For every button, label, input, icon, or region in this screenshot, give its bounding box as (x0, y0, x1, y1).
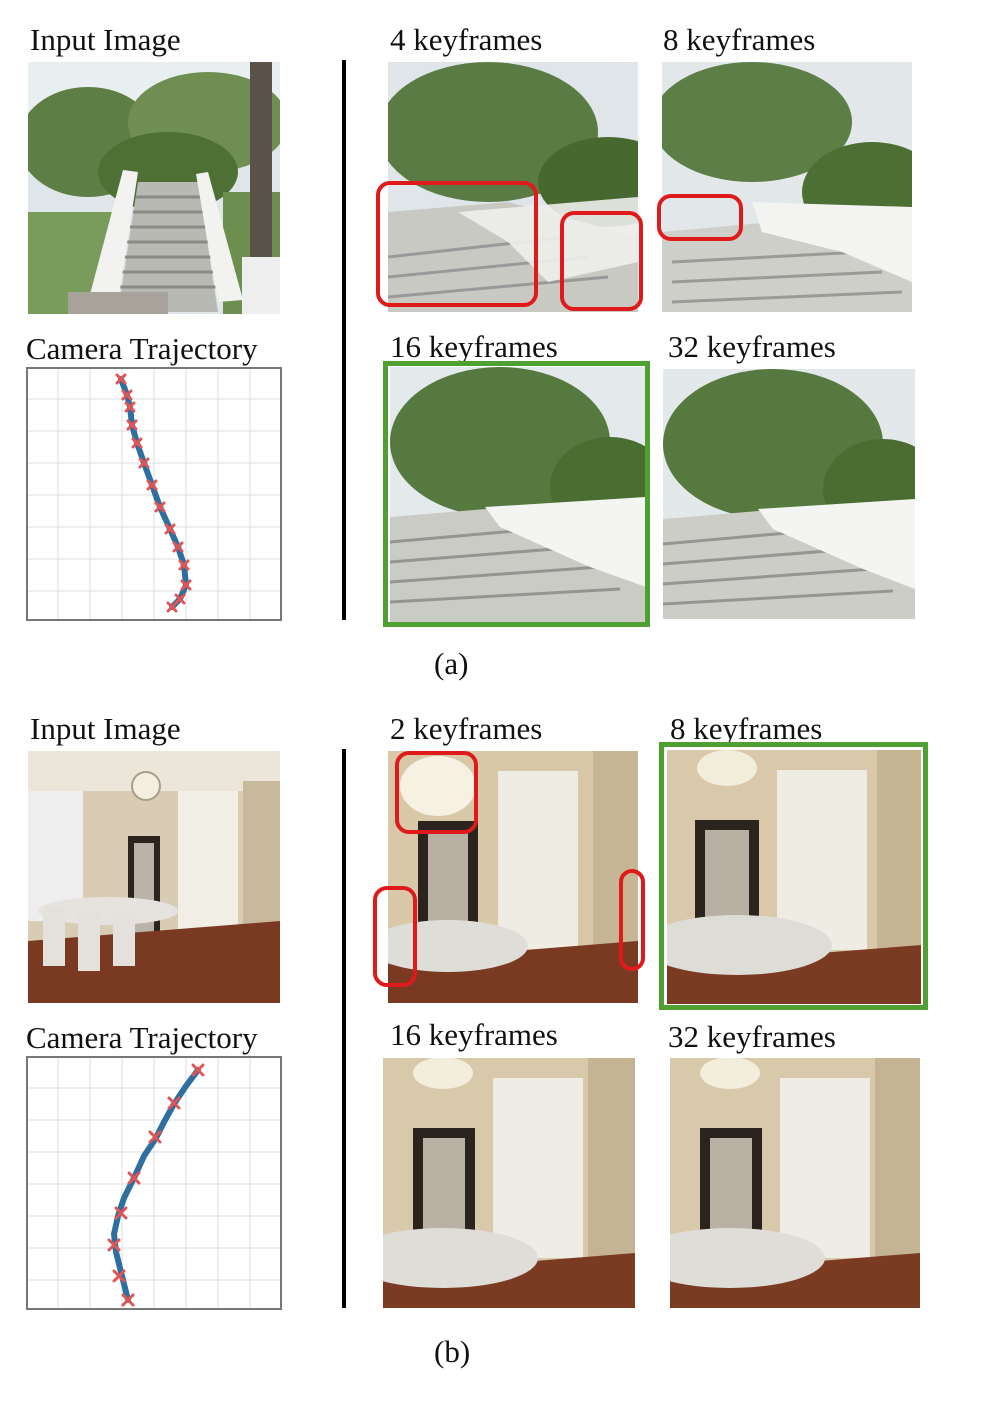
camera-trajectory-label-a: Camera Trajectory (26, 331, 258, 366)
frame-image-b-1 (388, 751, 638, 1003)
artifact-box-a-2 (560, 211, 643, 311)
panel-divider-a (342, 60, 346, 620)
frame-label-a-2: 8 keyframes (663, 22, 816, 57)
frame-image-a-3 (390, 367, 646, 623)
frame-image-a-1 (388, 62, 638, 312)
frame-label-b-3: 16 keyframes (390, 1017, 558, 1052)
input-image-a (28, 62, 280, 314)
frame-label-a-1: 4 keyframes (390, 22, 543, 57)
frame-label-b-1: 2 keyframes (390, 711, 543, 746)
best-box-b (659, 742, 928, 1010)
frame-label-a-3: 16 keyframes (390, 329, 558, 364)
best-box-a (383, 361, 650, 627)
artifact-box-b-2 (373, 886, 417, 987)
artifact-box-a-3 (657, 194, 743, 241)
frame-image-b-4 (670, 1058, 920, 1308)
frame-image-a-2 (662, 62, 912, 312)
trajectory-markers-b (107, 1063, 205, 1307)
frame-image-b-2 (667, 750, 921, 1004)
frame-label-a-4: 32 keyframes (668, 329, 836, 364)
camera-trajectory-label-b: Camera Trajectory (26, 1020, 258, 1055)
artifact-box-b-1 (395, 751, 478, 834)
frame-label-b-4: 32 keyframes (668, 1019, 836, 1054)
camera-trajectory-plot-b (26, 1056, 282, 1310)
caption-a: (a) (434, 646, 469, 681)
frame-image-b-3 (383, 1058, 635, 1308)
artifact-box-a-1 (376, 181, 538, 307)
input-image-label-b: Input Image (30, 711, 181, 746)
input-image-label-a: Input Image (30, 22, 181, 57)
panel-divider-b (342, 749, 346, 1308)
frame-label-b-2: 8 keyframes (670, 711, 823, 746)
input-image-b (28, 751, 280, 1003)
frame-image-a-4 (663, 369, 915, 619)
artifact-box-b-3 (619, 869, 645, 971)
trajectory-markers-a (115, 373, 192, 613)
caption-b: (b) (434, 1334, 471, 1369)
camera-trajectory-plot-a (26, 367, 282, 621)
